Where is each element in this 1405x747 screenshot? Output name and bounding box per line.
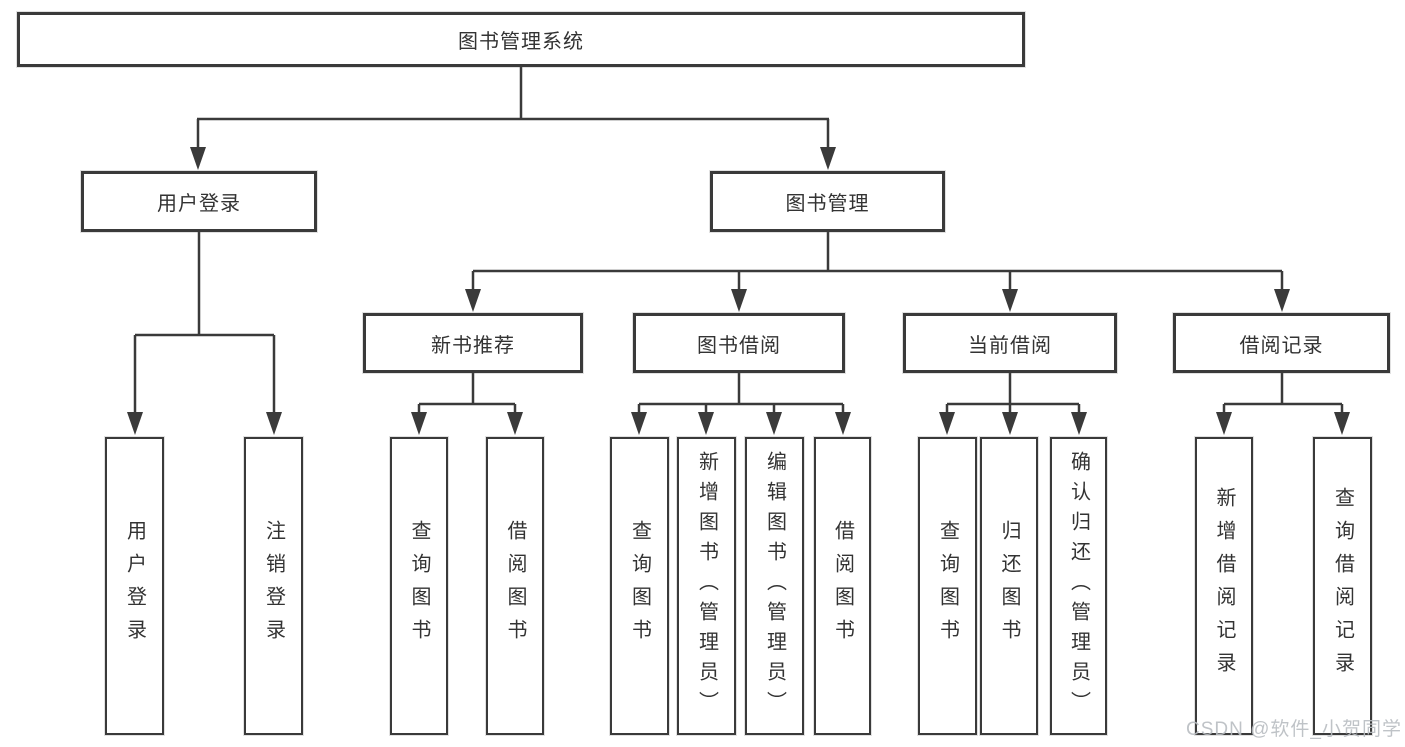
node-label: 新书推荐 bbox=[431, 334, 515, 357]
connector-borrow-records-to-children bbox=[1216, 373, 1350, 435]
leaf-borrow-book-recommend: 借阅图书 bbox=[486, 437, 544, 735]
node-label: 查询图书 bbox=[408, 520, 430, 652]
node-book-management: 图书管理 bbox=[710, 171, 945, 232]
node-label: 借阅记录 bbox=[1239, 334, 1324, 357]
leaf-logout: 注销登录 bbox=[244, 437, 303, 735]
leaf-confirm-return-admin: 确认归还（管理员） bbox=[1050, 437, 1107, 735]
node-label: 编辑图书（管理员） bbox=[763, 451, 786, 721]
node-label: 用户登录 bbox=[157, 193, 241, 215]
node-book-borrowing: 图书借阅 bbox=[633, 313, 845, 373]
leaf-edit-book-admin: 编辑图书（管理员） bbox=[745, 437, 804, 735]
node-label: 图书管理系统 bbox=[458, 31, 584, 53]
node-current-borrowing: 当前借阅 bbox=[903, 313, 1117, 373]
node-label: 查询借阅记录 bbox=[1331, 487, 1354, 685]
node-label: 查询图书 bbox=[936, 520, 959, 652]
connector-current-borrowing-to-children bbox=[939, 373, 1087, 435]
node-label: 确认归还（管理员） bbox=[1067, 451, 1090, 721]
leaf-add-borrow-record: 新增借阅记录 bbox=[1195, 437, 1253, 735]
node-new-book-recommend: 新书推荐 bbox=[363, 313, 583, 373]
node-label: 归还图书 bbox=[998, 520, 1020, 652]
node-user-login-group: 用户登录 bbox=[81, 171, 317, 232]
node-borrow-records: 借阅记录 bbox=[1173, 313, 1390, 373]
node-label: 图书管理 bbox=[785, 193, 870, 215]
leaf-query-book-borrowing: 查询图书 bbox=[610, 437, 669, 735]
connector-new-book-rec-to-children bbox=[411, 373, 523, 435]
node-label: 新增借阅记录 bbox=[1213, 487, 1235, 685]
node-label: 新增图书（管理员） bbox=[695, 451, 718, 721]
leaf-query-book-recommend: 查询图书 bbox=[390, 437, 448, 735]
leaf-add-book-admin: 新增图书（管理员） bbox=[677, 437, 736, 735]
leaf-return-book: 归还图书 bbox=[980, 437, 1038, 735]
leaf-query-book-current: 查询图书 bbox=[918, 437, 977, 735]
leaf-user-login: 用户登录 bbox=[105, 437, 164, 735]
node-label: 查询图书 bbox=[628, 520, 651, 652]
connector-book-borrowing-to-children bbox=[631, 373, 851, 435]
leaf-borrow-book-borrowing: 借阅图书 bbox=[814, 437, 871, 735]
node-label: 借阅图书 bbox=[504, 520, 526, 652]
node-label: 用户登录 bbox=[123, 520, 146, 652]
connector-book-mgmt-to-children bbox=[465, 232, 1290, 312]
leaf-query-borrow-record: 查询借阅记录 bbox=[1313, 437, 1372, 735]
node-label: 图书借阅 bbox=[697, 334, 781, 357]
node-label: 借阅图书 bbox=[831, 520, 854, 652]
connector-user-login-to-children bbox=[127, 232, 282, 435]
connector-root-to-children bbox=[190, 67, 836, 170]
csdn-watermark: CSDN @软件_小贺同学 bbox=[1186, 719, 1402, 740]
node-root-system: 图书管理系统 bbox=[17, 12, 1025, 67]
node-label: 注销登录 bbox=[262, 520, 285, 652]
node-label: 当前借阅 bbox=[968, 334, 1052, 357]
